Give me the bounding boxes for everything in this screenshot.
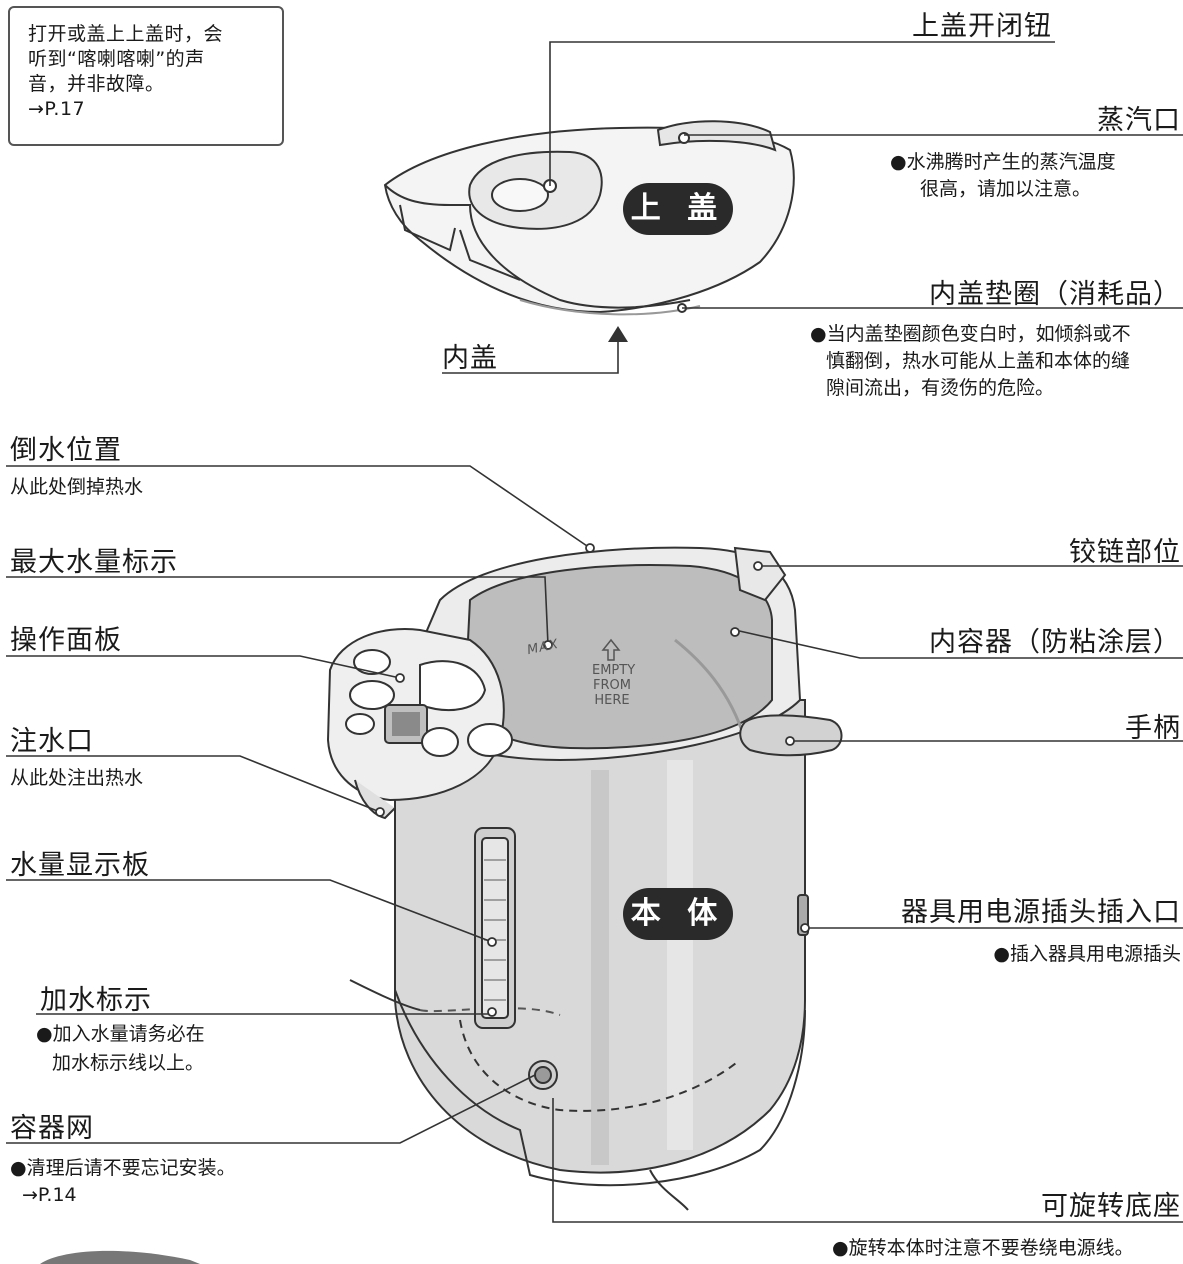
strainer-note-line: ●清理后请不要忘记安装。 [10, 1157, 236, 1179]
arrow-up-icon [608, 326, 628, 342]
lid-badge: 上 盖 [623, 183, 733, 235]
refill-note-line: ●加入水量请务必在 [36, 1023, 205, 1045]
pour-position-note: 从此处倒掉热水 [10, 476, 144, 498]
pour-position-label: 倒水位置 [10, 435, 122, 466]
strainer-label: 容器网 [10, 1113, 94, 1144]
gasket-note-line: ●当内盖垫圈颜色变白时，如倾斜或不 [810, 323, 1131, 345]
lid-open-button-label: 上盖开闭钮 [912, 11, 1052, 42]
max-water-mark-label: 最大水量标示 [10, 547, 178, 578]
water-gauge-label: 水量显示板 [10, 850, 150, 881]
empty-print-line: EMPTY [592, 663, 636, 678]
note-line: 音，并非故障。 [28, 73, 165, 95]
gasket-note-line: 隙间流出，有烫伤的危险。 [826, 377, 1055, 399]
inner-container-label: 内容器（防粘涂层） [929, 627, 1181, 658]
empty-from-here-print: EMPTY FROM HERE [592, 663, 636, 708]
plug-socket-note: ●插入器具用电源插头 [993, 943, 1181, 965]
steam-note-line: ●水沸腾时产生的蒸汽温度 [890, 151, 1116, 173]
refill-note-line: 加水标示线以上。 [52, 1052, 205, 1074]
body-badge: 本 体 [623, 888, 733, 940]
pot-body-illustration [326, 546, 843, 1211]
lid-illustration [383, 120, 795, 316]
note-line: 打开或盖上上盖时，会 [28, 23, 224, 45]
spout-note: 从此处注出热水 [10, 767, 144, 789]
gasket-note-line: 慎翻倒，热水可能从上盖和本体的缝 [826, 350, 1131, 372]
control-panel-label: 操作面板 [10, 625, 122, 656]
note-line: 听到“喀喇喀喇”的声 [28, 48, 205, 70]
note-page-ref: →P.17 [28, 98, 86, 120]
steam-vent-label: 蒸汽口 [1097, 105, 1181, 136]
gasket-label: 内盖垫圈（消耗品） [929, 279, 1181, 310]
leader-dots [375, 543, 810, 1017]
page-corner-decoration [40, 1250, 200, 1264]
strainer-page-ref: →P.14 [22, 1184, 77, 1206]
swivel-base-note: ●旋转本体时注意不要卷绕电源线。 [832, 1237, 1134, 1259]
refill-mark-label: 加水标示 [40, 985, 152, 1016]
empty-print-line: FROM [593, 678, 631, 693]
hinge-label: 铰链部位 [1069, 537, 1181, 568]
empty-print-line: HERE [594, 693, 630, 708]
container-print [601, 638, 621, 661]
handle-label: 手柄 [1125, 713, 1181, 744]
leader-lines [6, 41, 1183, 1223]
spout-label: 注水口 [10, 726, 94, 757]
steam-note-line: 很高，请加以注意。 [920, 178, 1092, 200]
noise-note-box: 打开或盖上上盖时，会 听到“喀喇喀喇”的声 音，并非故障。 →P.17 [8, 6, 284, 146]
plug-socket-label: 器具用电源插头插入口 [901, 897, 1181, 928]
swivel-base-label: 可旋转底座 [1041, 1191, 1181, 1222]
inner-lid-label: 内盖 [442, 343, 498, 374]
